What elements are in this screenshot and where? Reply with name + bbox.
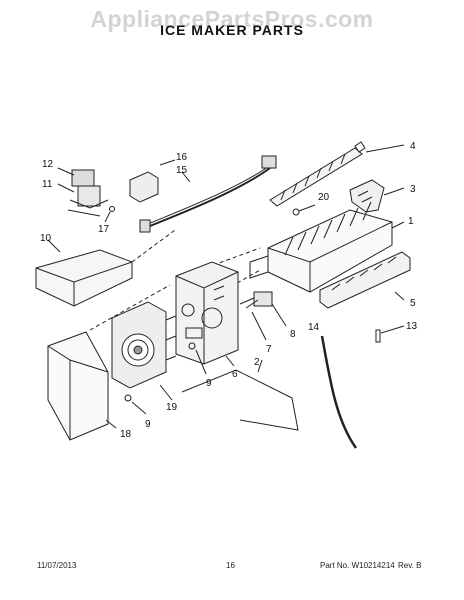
part-cover [47,331,109,441]
callout-3: 3 [410,184,416,195]
callout-12: 12 [42,159,54,170]
callout-7: 7 [266,344,272,355]
callout-15: 15 [176,165,188,176]
callout-9-lower: 9 [145,419,151,430]
callout-8: 8 [290,329,296,340]
part-wire-harness [320,335,358,449]
callout-11: 11 [42,179,53,190]
part-ice-mold [249,201,393,293]
callout-9-upper: 9 [206,378,212,389]
watermark: AppliancePartsPros.com [90,6,374,32]
footer-revision: Rev. B [398,561,422,570]
callout-13: 13 [406,321,418,332]
part-shaft [245,299,259,309]
part-screw-9-lower [124,394,132,402]
footer-part-number: Part No. W10214214 [320,561,395,570]
callout-5: 5 [410,298,416,309]
callout-16: 16 [176,152,188,163]
callout-10: 10 [40,233,52,244]
callout-17: 17 [98,224,110,235]
part-mold-heater [319,251,411,309]
callout-2: 2 [254,357,260,368]
callout-6: 6 [232,369,238,380]
callout-1: 1 [408,216,414,227]
callout-20: 20 [318,192,330,203]
part-screw-9-upper [188,342,196,350]
footer-date: 11/07/2013 [37,561,77,570]
part-thermostat [239,291,273,307]
callout-18: 18 [120,429,132,440]
part-control-housing [175,261,239,365]
page-title: ICE MAKER PARTS [160,22,304,38]
part-water-valve [67,169,109,217]
callout-14: 14 [308,322,320,333]
part-bracket [129,171,159,203]
callout-4: 4 [410,141,416,152]
part-motor [111,301,177,389]
part-water-tube [139,155,277,233]
part-screw-13 [375,325,405,343]
part-stripper [349,179,385,213]
part-screw-20 [292,204,316,216]
part-ejector-rotor [269,141,366,207]
callout-19: 19 [166,402,178,413]
footer-page-number: 16 [226,561,235,570]
part-wire-bracket [181,369,299,431]
part-ice-bin [35,249,133,307]
